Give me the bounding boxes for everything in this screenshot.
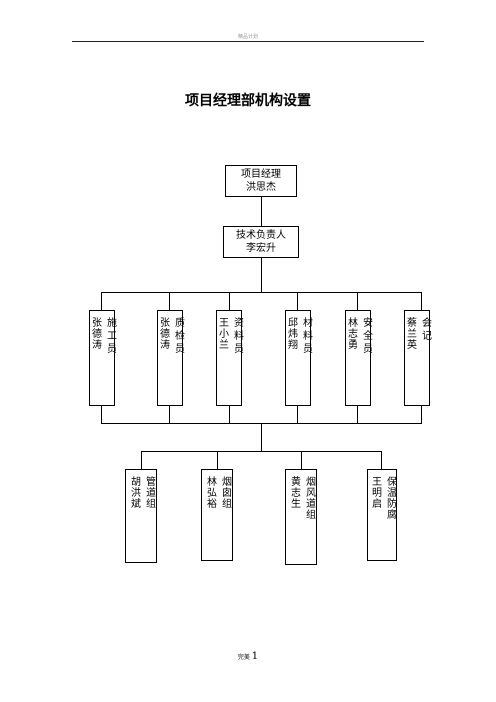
group-drop-line [217, 451, 218, 469]
connector-tech-bus [261, 258, 262, 292]
tech-lead-role: 技术负责人 [236, 230, 286, 241]
staff-box-construction: 施工员 张德涛 [89, 310, 116, 406]
header-rule [72, 41, 424, 42]
group-box-piping: 管道组 胡洪斌 [125, 469, 157, 563]
project-manager-name: 洪思杰 [246, 182, 276, 193]
staff-name: 张德涛 [89, 317, 101, 350]
staff-name: 张德涛 [157, 317, 169, 350]
staff-box-documents: 资料员 王小兰 [216, 310, 243, 406]
staff-name: 蔡兰英 [404, 317, 416, 350]
tech-lead-box: 技术负责人 李宏升 [223, 226, 299, 258]
staff-top-bus [101, 292, 422, 293]
group-name: 王明启 [369, 476, 381, 509]
staff-role: 会记 [419, 317, 431, 343]
group-box-flue-duct: 烟风道组 黄志生 [285, 469, 317, 565]
staff-role: 安全员 [360, 317, 372, 356]
group-role: 保温防腐 [384, 476, 396, 520]
staff-name: 邱炜翔 [285, 317, 297, 350]
connector-manager-tech [261, 197, 262, 226]
project-manager-role: 项目经理 [241, 169, 281, 180]
page-footer: 完美 1 [0, 651, 496, 662]
staff-box-materials: 材料员 邱炜翔 [285, 310, 312, 406]
group-drop-line [301, 451, 302, 469]
staff-name: 王小兰 [216, 317, 228, 350]
group-name: 林弘裕 [204, 476, 216, 509]
group-name: 黄志生 [288, 476, 300, 509]
groups-bus [141, 451, 381, 452]
staff-role: 施工员 [104, 317, 116, 356]
staff-box-safety: 安全员 林志勇 [345, 310, 372, 406]
group-role: 管道组 [143, 476, 155, 509]
footer-prefix: 完美 [237, 654, 250, 661]
group-role: 烟风道组 [303, 476, 315, 520]
staff-role: 材料员 [300, 317, 312, 356]
group-role: 烟囱组 [219, 476, 231, 509]
tech-lead-name: 李宏升 [246, 243, 276, 254]
staff-box-quality: 质检员 张德涛 [157, 310, 184, 406]
staff-role: 质检员 [172, 317, 184, 356]
connector-staff-groups [261, 423, 262, 451]
page-number: 1 [251, 651, 259, 662]
page-title: 项目经理部机构设置 [185, 93, 311, 109]
project-manager-box: 项目经理 洪思杰 [225, 165, 297, 197]
staff-role: 资料员 [231, 317, 243, 356]
group-drop-line [381, 451, 382, 469]
staff-box-accounting: 会记 蔡兰英 [404, 310, 431, 406]
group-drop-line [141, 451, 142, 469]
group-name: 胡洪斌 [128, 476, 140, 509]
group-box-chimney: 烟囱组 林弘裕 [201, 469, 233, 561]
group-box-insulation: 保温防腐 王明启 [367, 469, 397, 561]
page-header-text: 精品计划 [237, 34, 258, 40]
staff-name: 林志勇 [345, 317, 357, 350]
